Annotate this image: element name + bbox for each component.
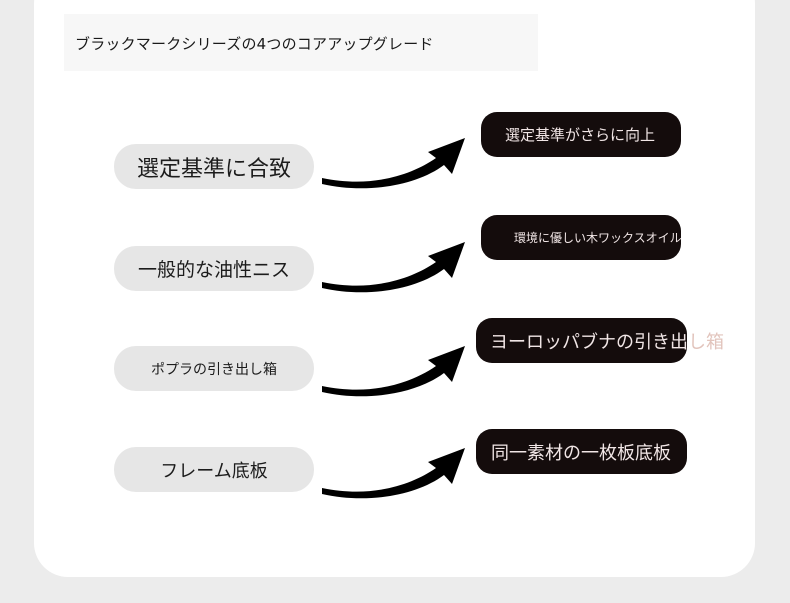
after-label-1: 選定基準がさらに向上 (481, 112, 681, 157)
after-label-4: 同一素材の一枚板底板 (476, 429, 687, 474)
before-label-2: 一般的な油性ニス (114, 246, 314, 291)
heading-box (64, 14, 538, 71)
after-label-3-text: ヨーロッパブナの引き出 (490, 331, 688, 353)
before-label-1: 選定基準に合致 (114, 144, 314, 189)
after-label-3-tail: し箱 (688, 331, 724, 353)
after-label-3: ヨーロッパブナの引き出し箱 (476, 318, 724, 363)
curved-arrow-icon (322, 242, 465, 293)
before-label-3: ポプラの引き出し箱 (114, 346, 314, 391)
curved-arrow-icon (322, 448, 465, 499)
section-heading: ブラックマークシリーズの4つのコアアップグレード (75, 35, 434, 53)
curved-arrow-icon (322, 138, 465, 189)
curved-arrow-icon (322, 346, 465, 397)
after-label-2: 環境に優しい木ワックスオイル (481, 215, 682, 260)
before-label-4: フレーム底板 (114, 447, 314, 492)
